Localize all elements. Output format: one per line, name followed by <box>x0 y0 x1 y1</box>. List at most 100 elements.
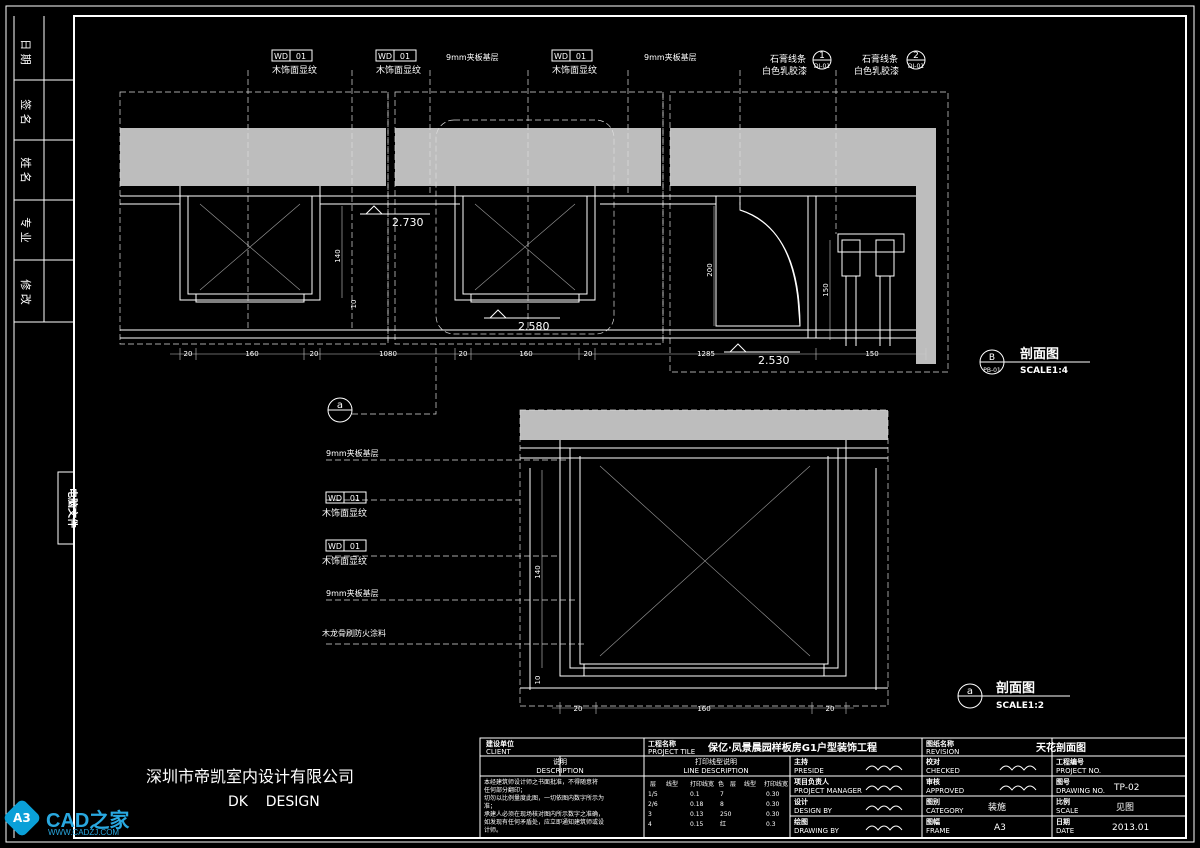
side-label-revise: 修 改 <box>19 279 33 305</box>
hdim-5: 160 <box>519 350 532 358</box>
preside-en: PRESIDE <box>794 767 824 775</box>
scale-val: 见图 <box>1116 802 1134 813</box>
ref-2-sheet: DI-01 <box>908 63 924 70</box>
line-r1-3: 0.30 <box>766 801 780 808</box>
gypsum-label-2b: 白色乳胶漆 <box>854 65 899 77</box>
tag2-text: 木饰面显纹 <box>376 64 421 76</box>
line-r1-2: 8 <box>720 801 724 808</box>
revision-cn: 图纸名称 <box>926 739 954 748</box>
gypsum-label-2a: 石膏线条 <box>862 53 898 65</box>
desc-line-3: 准； <box>484 802 496 810</box>
section-a-marker-letter: a <box>967 686 973 697</box>
pm-en: PROJECT MANAGER <box>794 787 862 795</box>
line-h-5: 线型 <box>744 780 756 788</box>
frame-en: FRAME <box>926 827 950 835</box>
tag2-num: 01 <box>400 52 410 61</box>
line-r2-2: 250 <box>720 811 732 818</box>
desc-line-2: 切勿以比例量度此图，一切依图内数字所示为 <box>484 794 604 802</box>
logo-url: WWW.CADZJ.COM <box>48 828 120 837</box>
revision-en: REVISION <box>926 748 959 756</box>
desc-line-6: 计师。 <box>484 826 502 834</box>
line-r0-3: 0.30 <box>766 791 780 798</box>
drawing-cn: 绘图 <box>794 817 808 826</box>
side-labels: 日 期 签 名 姓 名 专 业 修 改 <box>19 39 33 305</box>
signature-drawing <box>865 825 903 831</box>
section-a-label-2: 木饰面显纹 <box>322 507 367 519</box>
signature-approved <box>999 785 1037 791</box>
line-r0-1: 0.1 <box>690 791 700 798</box>
frame-val: A3 <box>994 823 1006 833</box>
drawno-en: DRAWING NO. <box>1056 787 1105 795</box>
section-b-title: 剖面图 <box>1020 346 1059 362</box>
client-en: CLIENT <box>486 748 512 756</box>
side-file-label: 电脑文件 <box>66 488 79 528</box>
company-name-en: DK DESIGN <box>228 794 320 810</box>
hdim-8: 150 <box>865 350 878 358</box>
section-a-label-4: 9mm夹板基层 <box>326 588 379 598</box>
section-a-hdim-1: 160 <box>697 705 710 713</box>
line-r3-0: 4 <box>648 821 652 828</box>
slab-a <box>520 410 888 440</box>
drawing-title: 天花剖面图 <box>1036 741 1086 754</box>
tag3-num: 01 <box>576 52 586 61</box>
category-cn: 图别 <box>926 797 940 806</box>
plywood-label-2: 9mm夹板基层 <box>644 52 697 62</box>
section-a-ref-letter: a <box>337 400 343 411</box>
slab-3 <box>670 128 936 186</box>
hdim-4: 20 <box>459 350 468 358</box>
line-r0-0: 1/5 <box>648 791 658 798</box>
date-en: DATE <box>1056 827 1074 835</box>
logo-name: CAD之家 <box>46 810 130 832</box>
gypsum-label-1a: 石膏线条 <box>770 53 806 65</box>
section-a-scale: SCALE1:2 <box>996 701 1044 711</box>
section-a-vdim-10: 10 <box>534 676 542 685</box>
section-a-hdim-0: 20 <box>574 705 583 713</box>
projno-en: PROJECT NO. <box>1056 767 1101 775</box>
hdim-7: 1285 <box>697 350 715 358</box>
tag1-num: 01 <box>296 52 306 61</box>
section-a-label-1: 9mm夹板基层 <box>326 448 379 458</box>
project-cn: 工程名称 <box>648 739 676 748</box>
section-a-vdim-140: 140 <box>534 565 542 578</box>
desc-line-5: 如发现有任何矛盾处，应立即通知建筑师或设 <box>484 818 604 826</box>
side-label-major: 专 业 <box>19 217 33 243</box>
section-a-tag2-code: WD <box>328 542 342 551</box>
slab-1 <box>120 128 386 186</box>
plywood-label-1: 9mm夹板基层 <box>446 52 499 62</box>
project-name: 保亿·凤景晨园样板房G1户型装饰工程 <box>707 741 877 754</box>
gypsum-label-1b: 白色乳胶漆 <box>762 65 807 77</box>
line-table: 层 线型 打印线宽 色 层 线型 打印线宽 1/5 0.1 7 0.30 2/6… <box>648 780 788 828</box>
tag3-code: WD <box>554 52 568 61</box>
line-r3-1: 0.15 <box>690 821 704 828</box>
vdim-150: 150 <box>822 283 830 296</box>
line-r2-1: 0.13 <box>690 811 704 818</box>
vdim-10: 10 <box>350 300 358 309</box>
hdim-1: 160 <box>245 350 258 358</box>
signature-design <box>865 805 903 811</box>
desc-en: DESCRIPTION <box>536 767 583 775</box>
line-r3-3: 0.3 <box>766 821 776 828</box>
logo-mark-icon: A3 <box>2 798 42 838</box>
signature-preside <box>865 765 903 771</box>
line-r2-0: 3 <box>648 811 652 818</box>
side-label-date: 日 期 <box>19 39 32 65</box>
hdim-2: 20 <box>310 350 319 358</box>
sheet-outer-border <box>5 5 1195 843</box>
line-h-2: 打印线宽 <box>690 780 714 788</box>
line-desc-cn: 打印线型说明 <box>695 757 737 766</box>
signature-pm <box>865 785 903 791</box>
section-b-letter: B <box>989 353 995 363</box>
hdim-6: 20 <box>584 350 593 358</box>
desc-line-4: 承建人必须在现场核对图内所示数字之准确， <box>484 810 604 818</box>
line-r1-0: 2/6 <box>648 801 658 808</box>
pm-cn: 项目负责人 <box>794 777 830 786</box>
hdim-3: 1080 <box>379 350 397 358</box>
desc-line-0: 本经建筑师设计师之书面批准，不得随意将 <box>484 778 598 786</box>
tag1-code: WD <box>274 52 288 61</box>
ref-1-num: 1 <box>819 51 825 61</box>
ref-2-num: 2 <box>913 51 919 61</box>
level-3: 2.530 <box>758 354 790 367</box>
hdim-0: 20 <box>184 350 193 358</box>
desc-cn: 说明 <box>553 757 567 766</box>
